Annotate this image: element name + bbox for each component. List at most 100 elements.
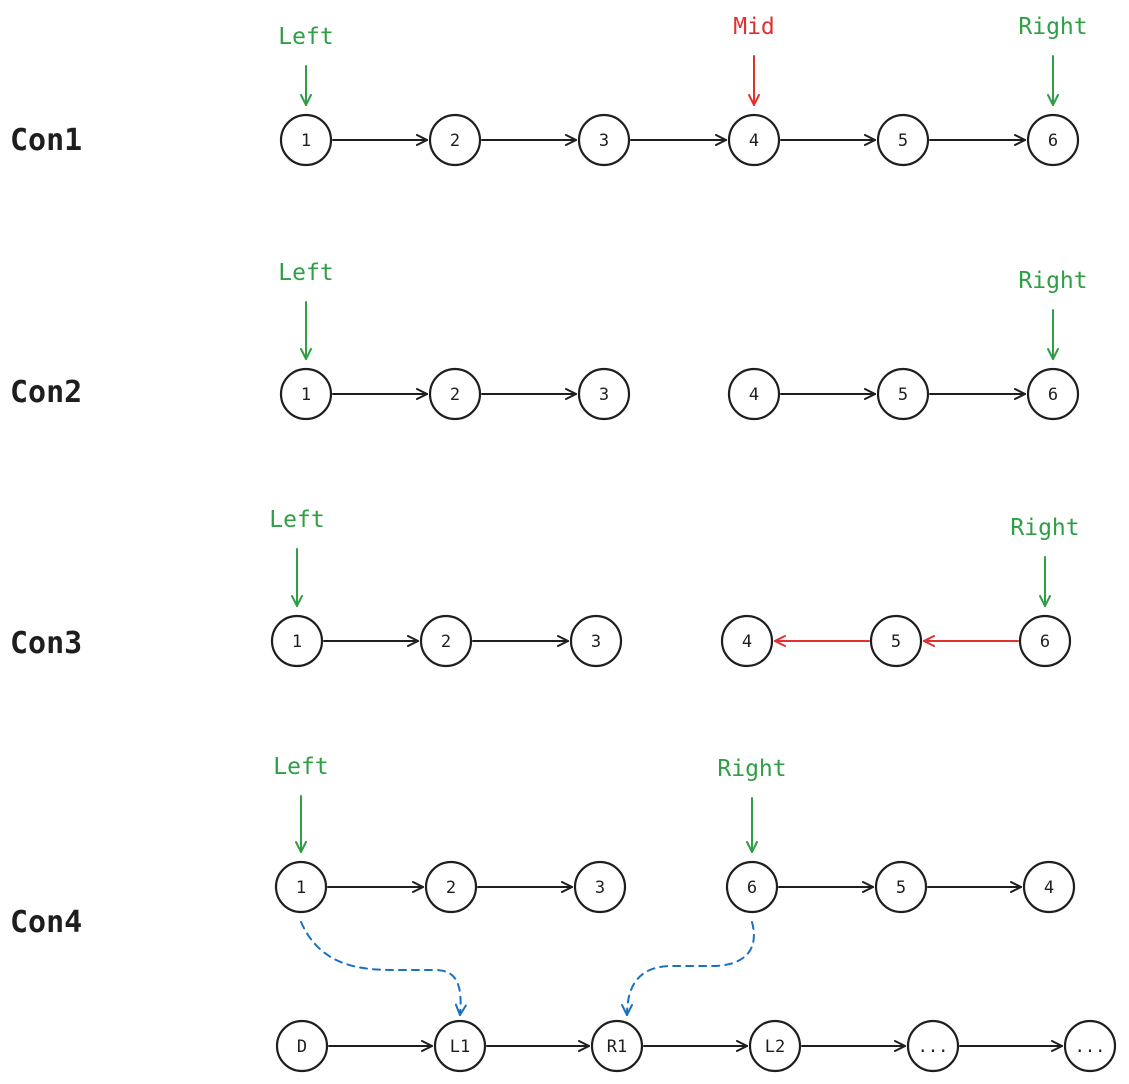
row-4-node-4-circle — [874, 860, 928, 914]
row-2-node-1: 2 — [428, 367, 482, 421]
row-label-con3: Con3 — [10, 626, 82, 661]
row-3-node-5-circle — [1018, 614, 1072, 668]
row-1-node-1-label: 2 — [450, 131, 460, 151]
row-4-node-3-label: 6 — [747, 878, 757, 898]
merged-node-3-circle — [748, 1019, 802, 1073]
row-4-node-4: 5 — [874, 860, 928, 914]
row-3-node-0: 1 — [270, 614, 324, 668]
row-1-pointer-mid-label: Mid — [733, 14, 775, 40]
row-2-node-3-label: 4 — [749, 385, 759, 405]
row-2-node-2-label: 3 — [599, 385, 609, 405]
row-4-node-0: 1 — [274, 860, 328, 914]
row-1-node-3-circle — [727, 113, 781, 167]
merged-node-0: D — [275, 1019, 329, 1073]
row-4-node-4-label: 5 — [896, 878, 906, 898]
row-2-node-5-circle — [1026, 367, 1080, 421]
row-3-node-2: 3 — [569, 614, 623, 668]
row-1-node-0-label: 1 — [301, 131, 311, 151]
row-4-pointer-right: Right — [717, 756, 787, 853]
merged-node-5-label: ... — [1075, 1037, 1106, 1057]
row-1-pointer-left: Left — [278, 24, 334, 106]
row-4-pointer-left-label: Left — [273, 754, 328, 780]
row-1-pointer-mid: Mid — [733, 14, 775, 106]
row-3-node-3: 4 — [720, 614, 774, 668]
merged-node-2-label: R1 — [607, 1037, 627, 1057]
row-2-node-4-label: 5 — [898, 385, 908, 405]
row-label-con2: Con2 — [10, 375, 82, 410]
row-4-node-2: 3 — [573, 860, 627, 914]
row-1-node-5-circle — [1026, 113, 1080, 167]
row-2-pointer-right: Right — [1018, 268, 1088, 360]
row-2-pointer-left: Left — [278, 260, 334, 360]
row-4-node-2-circle — [573, 860, 627, 914]
row-1-node-3-label: 4 — [749, 131, 759, 151]
row-2-node-4-circle — [876, 367, 930, 421]
row-3-node-3-circle — [720, 614, 774, 668]
row-4-node-5-label: 4 — [1044, 878, 1054, 898]
row-4-node-0-circle — [274, 860, 328, 914]
row-1-node-4-label: 5 — [898, 131, 908, 151]
row-4-pointer-right-label: Right — [717, 756, 786, 782]
row-3-node-1-label: 2 — [441, 632, 451, 652]
row-3-node-5-label: 6 — [1040, 632, 1050, 652]
row-4-node-1-label: 2 — [446, 878, 456, 898]
row-1-node-1-circle — [428, 113, 482, 167]
row-3-node-1: 2 — [419, 614, 473, 668]
row-1-pointer-left-label: Left — [278, 24, 333, 50]
row-1-node-3: 4 — [727, 113, 781, 167]
row-1-node-5-label: 6 — [1048, 131, 1058, 151]
row-3-node-2-label: 3 — [591, 632, 601, 652]
row-2-node-1-label: 2 — [450, 385, 460, 405]
row-2-node-3-circle — [727, 367, 781, 421]
row-3-node-4-circle — [869, 614, 923, 668]
row-3-pointer-right: Right — [1010, 515, 1080, 607]
links-layer — [300, 140, 1063, 1046]
row-3-pointer-left: Left — [269, 507, 325, 607]
row-3-node-2-circle — [569, 614, 623, 668]
merged-node-1-circle — [433, 1019, 487, 1073]
merged-node-0-circle — [275, 1019, 329, 1073]
row-4-node-1: 2 — [424, 860, 478, 914]
row-label-con4: Con4 — [10, 905, 82, 940]
row-4-node-3: 6 — [725, 860, 779, 914]
row-3-node-0-label: 1 — [292, 632, 302, 652]
row-4-node-5-circle — [1022, 860, 1076, 914]
row-1-node-5: 6 — [1026, 113, 1080, 167]
row-1-pointer-right: Right — [1018, 14, 1088, 106]
merged-node-5-circle — [1063, 1019, 1117, 1073]
merged-node-5: ... — [1063, 1019, 1117, 1073]
row-1-node-2-circle — [577, 113, 631, 167]
row-1-node-4: 5 — [876, 113, 930, 167]
row-4-node-2-label: 3 — [595, 878, 605, 898]
merged-node-0-label: D — [297, 1037, 307, 1057]
row-3-node-4: 5 — [869, 614, 923, 668]
row-4-node-3-circle — [725, 860, 779, 914]
row-2-pointer-right-label: Right — [1018, 268, 1087, 294]
merged-node-1: L1 — [433, 1019, 487, 1073]
row-1-node-2: 3 — [577, 113, 631, 167]
row-2-node-0-label: 1 — [301, 385, 311, 405]
row-label-con1: Con1 — [10, 123, 82, 158]
row-1-node-4-circle — [876, 113, 930, 167]
row-4-node-0-label: 1 — [296, 878, 306, 898]
merged-node-2-circle — [590, 1019, 644, 1073]
row-2-node-1-circle — [428, 367, 482, 421]
row-2-node-2: 3 — [577, 367, 631, 421]
merge-link-0 — [300, 921, 461, 1015]
row-2-node-5: 6 — [1026, 367, 1080, 421]
row-2-node-0-circle — [279, 367, 333, 421]
row-2-node-2-circle — [577, 367, 631, 421]
row-3-node-3-label: 4 — [742, 632, 752, 652]
merged-node-4-circle — [906, 1019, 960, 1073]
row-3-node-1-circle — [419, 614, 473, 668]
row-3-node-4-label: 5 — [891, 632, 901, 652]
row-3-node-0-circle — [270, 614, 324, 668]
row-1-node-0: 1 — [279, 113, 333, 167]
row-1-node-1: 2 — [428, 113, 482, 167]
row-1-node-2-label: 3 — [599, 131, 609, 151]
row-4-pointer-left: Left — [273, 754, 329, 853]
row-2-node-0: 1 — [279, 367, 333, 421]
